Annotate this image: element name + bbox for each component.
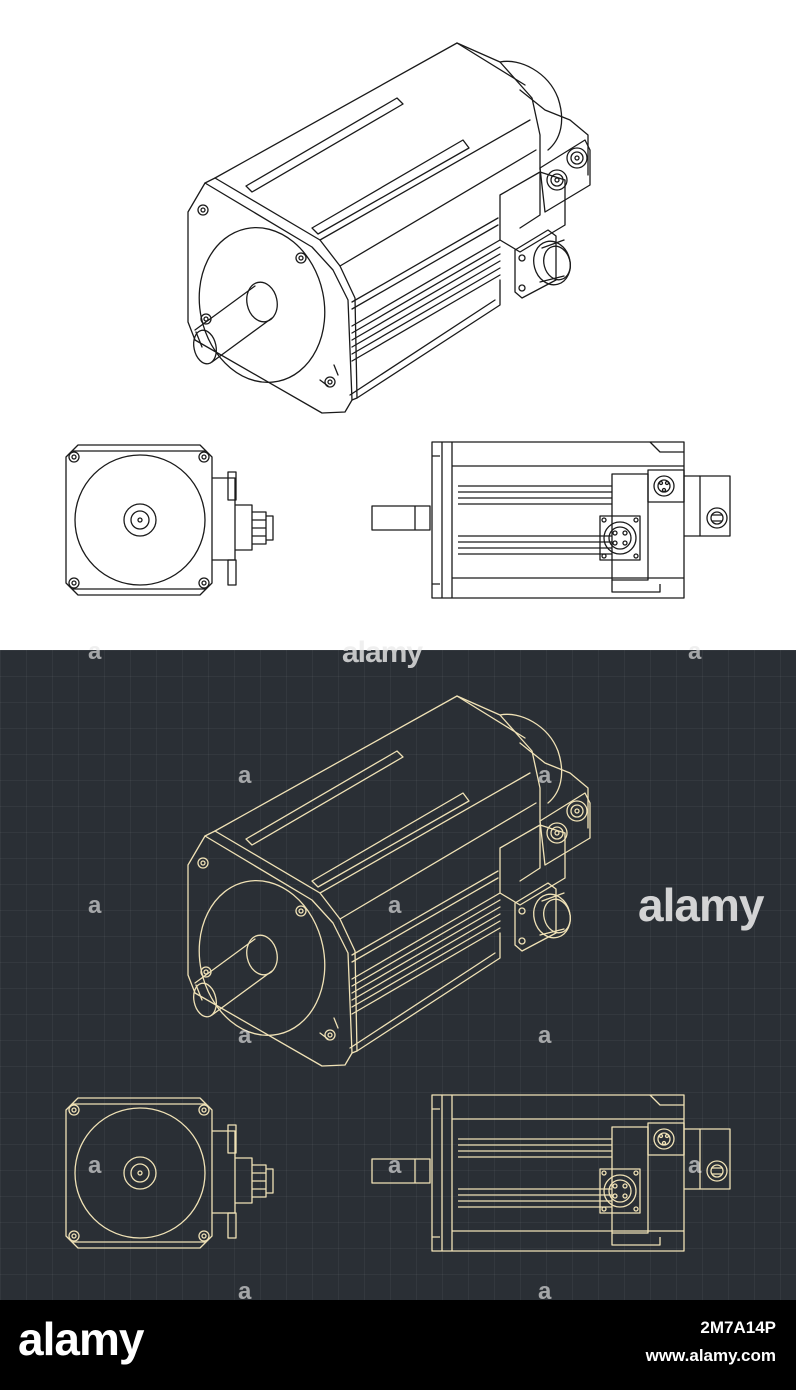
footer-alamy-logo: alamy	[18, 1313, 144, 1365]
light-front-view-motor	[65, 444, 274, 596]
watermark-a-mark: a	[388, 892, 402, 919]
watermark-a-mark: a	[688, 638, 702, 665]
watermark-a-mark: a	[238, 1278, 252, 1305]
light-isometric-motor	[184, 42, 591, 414]
dark-side-view-motor	[371, 1094, 731, 1252]
watermark-a-mark: a	[88, 1152, 102, 1179]
alamy-watermark-top: alamy	[342, 636, 423, 669]
alamy-watermark: alamy	[638, 879, 764, 931]
dark-isometric-motor	[184, 695, 591, 1067]
watermark-a-mark: a	[238, 762, 252, 789]
watermark-a-mark: a	[688, 1152, 702, 1179]
watermark-a-mark: a	[538, 1278, 552, 1305]
alamy-footer-bar	[0, 1300, 796, 1390]
watermark-a-mark: a	[538, 1022, 552, 1049]
watermark-a-mark: a	[88, 638, 102, 665]
footer-image-id: 2M7A14P	[700, 1318, 776, 1337]
watermark-a-mark: a	[388, 1152, 402, 1179]
light-blueprint-sheet	[0, 0, 796, 650]
light-drawings	[65, 42, 731, 599]
footer-url: www.alamy.com	[645, 1346, 776, 1365]
watermark-a-mark: a	[88, 892, 102, 919]
watermark-a-mark: a	[238, 1022, 252, 1049]
dark-blueprint-sheet	[0, 650, 796, 1300]
light-side-view-motor	[371, 441, 731, 599]
watermark-a-mark: a	[538, 762, 552, 789]
